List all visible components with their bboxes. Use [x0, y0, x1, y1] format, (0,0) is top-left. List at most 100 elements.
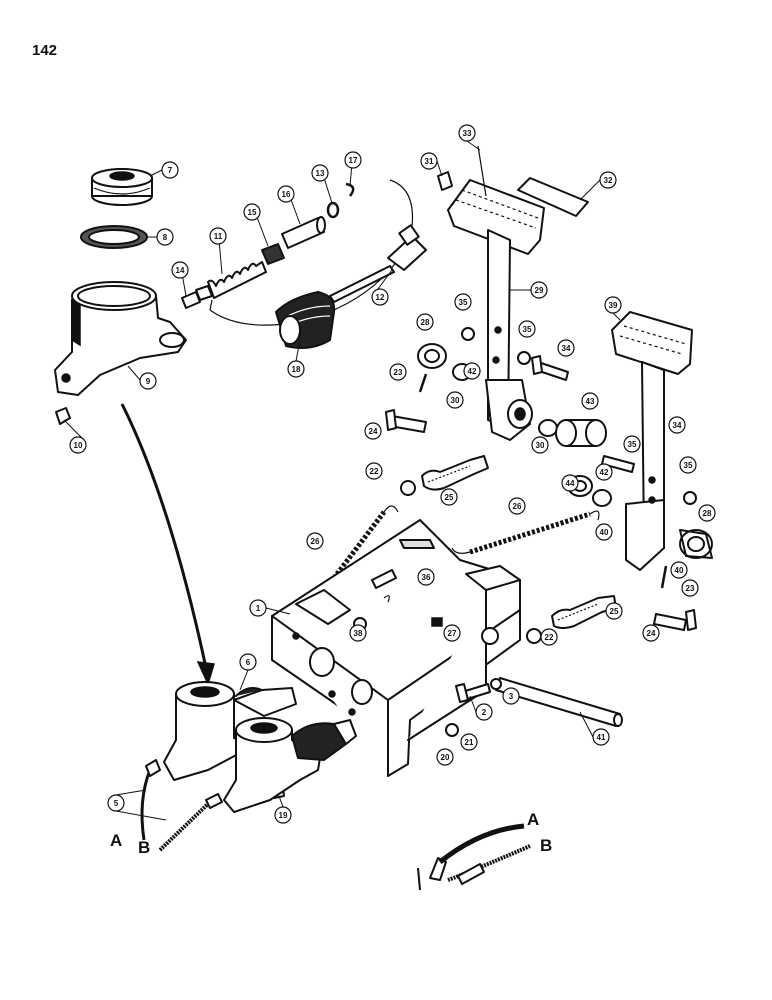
callout-40: 40 — [670, 561, 688, 579]
svg-text:28: 28 — [421, 318, 430, 327]
callout-8: 8 — [156, 228, 174, 246]
svg-text:21: 21 — [465, 738, 474, 747]
callout-38: 38 — [349, 624, 367, 642]
callout-35: 35 — [679, 456, 697, 474]
svg-text:5: 5 — [114, 799, 119, 808]
svg-text:27: 27 — [448, 629, 457, 638]
svg-text:19: 19 — [279, 811, 288, 820]
callout-6: 6 — [239, 653, 257, 671]
piston-assembly — [181, 179, 414, 326]
svg-text:30: 30 — [451, 396, 460, 405]
callout-42: 42 — [595, 463, 613, 481]
svg-text:23: 23 — [686, 584, 695, 593]
page-number: 142 — [32, 42, 57, 59]
svg-text:25: 25 — [445, 493, 454, 502]
svg-text:42: 42 — [468, 367, 477, 376]
callout-5: 5 — [107, 794, 125, 812]
master-cylinder-rear — [223, 717, 357, 813]
svg-text:12: 12 — [376, 293, 385, 302]
bleed-screw — [55, 407, 71, 425]
svg-text:41: 41 — [597, 733, 606, 742]
svg-text:34: 34 — [673, 421, 682, 430]
reservoir-cap — [91, 168, 153, 206]
svg-text:11: 11 — [214, 232, 223, 241]
svg-text:43: 43 — [586, 397, 595, 406]
svg-text:29: 29 — [535, 286, 544, 295]
callout-43: 43 — [581, 392, 599, 410]
svg-text:28: 28 — [703, 509, 712, 518]
callout-35: 35 — [454, 293, 472, 311]
svg-text:40: 40 — [600, 528, 609, 537]
svg-text:18: 18 — [292, 365, 301, 374]
callout-14: 14 — [171, 261, 189, 279]
right-pedal — [611, 311, 693, 571]
callout-15: 15 — [243, 203, 261, 221]
clevis-rods — [421, 455, 617, 629]
svg-text:33: 33 — [463, 129, 472, 138]
svg-text:40: 40 — [675, 566, 684, 575]
callout-31: 31 — [420, 152, 438, 170]
svg-text:35: 35 — [459, 298, 468, 307]
svg-text:25: 25 — [610, 607, 619, 616]
pedal-bracket — [271, 519, 521, 777]
callout-26: 26 — [306, 532, 324, 550]
svg-text:13: 13 — [316, 169, 325, 178]
callout-27: 27 — [443, 624, 461, 642]
callout-29: 29 — [530, 281, 548, 299]
svg-text:42: 42 — [600, 468, 609, 477]
svg-text:2: 2 — [482, 708, 487, 717]
svg-text:24: 24 — [647, 629, 656, 638]
master-cylinder-body — [54, 281, 187, 396]
callout-26: 26 — [508, 497, 526, 515]
svg-text:31: 31 — [425, 157, 434, 166]
callout-35: 35 — [623, 435, 641, 453]
callout-24: 24 — [642, 624, 660, 642]
brake-line-detail — [417, 823, 531, 891]
callout-23: 23 — [681, 579, 699, 597]
svg-text:44: 44 — [566, 479, 575, 488]
callout-34: 34 — [668, 416, 686, 434]
line-label-a: A — [110, 831, 122, 850]
bolts-and-nuts — [385, 327, 697, 644]
line-label-b: B — [138, 838, 150, 857]
callout-3: 3 — [502, 687, 520, 705]
svg-text:15: 15 — [248, 208, 257, 217]
svg-text:20: 20 — [441, 753, 450, 762]
svg-text:35: 35 — [684, 461, 693, 470]
callout-16: 16 — [277, 185, 295, 203]
callout-33: 33 — [458, 124, 476, 142]
callout-7: 7 — [161, 161, 179, 179]
callout-30: 30 — [531, 436, 549, 454]
callout-32: 32 — [599, 171, 617, 189]
svg-text:30: 30 — [536, 441, 545, 450]
callout-22: 22 — [365, 462, 383, 480]
callout-30: 30 — [446, 391, 464, 409]
svg-text:35: 35 — [523, 325, 532, 334]
line-label-b: B — [540, 836, 552, 855]
svg-text:16: 16 — [282, 190, 291, 199]
svg-text:6: 6 — [246, 658, 251, 667]
callout-44: 44 — [561, 474, 579, 492]
callout-12: 12 — [371, 288, 389, 306]
svg-text:35: 35 — [628, 440, 637, 449]
callout-24: 24 — [364, 422, 382, 440]
callout-34: 34 — [557, 339, 575, 357]
callout-36: 36 — [417, 568, 435, 586]
pedal-bushings — [417, 343, 713, 559]
svg-text:10: 10 — [74, 441, 83, 450]
callout-22: 22 — [540, 628, 558, 646]
svg-text:39: 39 — [609, 301, 618, 310]
brake-lines-left — [140, 759, 223, 852]
dust-boot — [275, 291, 336, 349]
callout-20: 20 — [436, 748, 454, 766]
callout-10: 10 — [69, 436, 87, 454]
callout-18: 18 — [287, 360, 305, 378]
master-cylinder-front — [163, 681, 297, 781]
callout-21: 21 — [460, 733, 478, 751]
callout-42: 42 — [463, 362, 481, 380]
svg-text:9: 9 — [146, 377, 151, 386]
svg-text:8: 8 — [163, 233, 168, 242]
svg-text:23: 23 — [394, 368, 403, 377]
